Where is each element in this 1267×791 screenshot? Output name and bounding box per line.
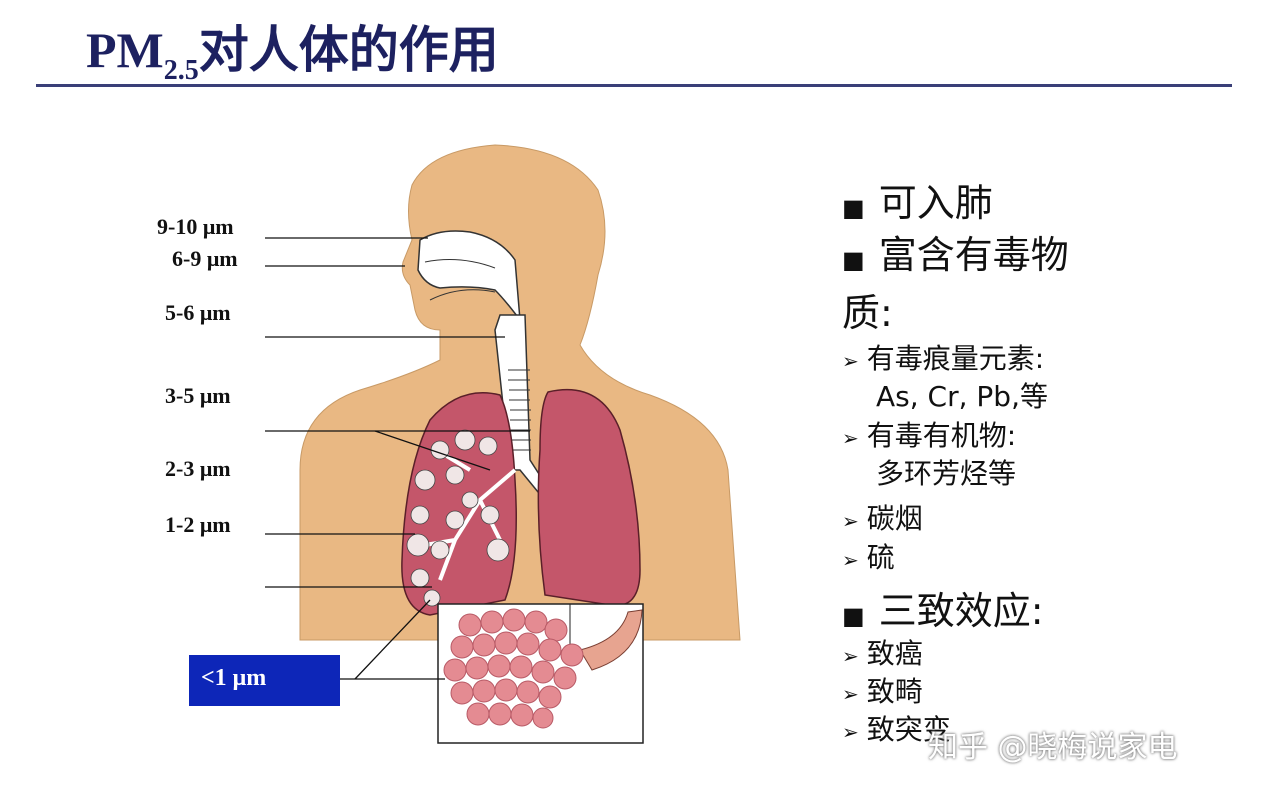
title-main: PM: [86, 22, 164, 78]
effect-mutagenic: ➢致突变: [842, 713, 951, 746]
arrow-bullet-icon: ➢: [842, 509, 859, 533]
size-label-9-10: 9-10 μm: [157, 214, 234, 239]
square-bullet-icon: ■: [842, 194, 865, 222]
size-label-3-5: 3-5 μm: [165, 383, 231, 408]
size-label-2-3: 2-3 μm: [165, 456, 231, 481]
arrow-bullet-icon: ➢: [842, 720, 859, 744]
size-pointer-lines: [265, 237, 530, 680]
size-label-1-2: 1-2 μm: [165, 512, 231, 537]
arrow-bullet-icon: ➢: [842, 682, 859, 706]
sub-organics-detail: 多环芳烃等: [876, 457, 1017, 490]
sub-organics: ➢有毒有机物:: [842, 419, 1017, 452]
effect-teratogenic: ➢致畸: [842, 675, 923, 708]
slide-title: PM2.5对人体的作用: [86, 10, 499, 87]
bullet-three-effects: ■三致效应:: [842, 589, 1044, 633]
square-bullet-icon: ■: [842, 602, 865, 630]
sub-micron-highlight: <1 μm: [189, 655, 340, 706]
alveoli-sacs: [443, 608, 584, 729]
arrow-bullet-icon: ➢: [842, 349, 859, 373]
nasal-cavity: [417, 230, 521, 323]
sub-micron-label: <1 μm: [201, 665, 267, 691]
sub-soot: ➢碳烟: [842, 502, 923, 535]
size-label-6-9: 6-9 μm: [172, 246, 238, 271]
bullet-toxic-substances: ■富含有毒物: [842, 233, 1069, 277]
title-rest: 对人体的作用: [198, 21, 499, 79]
title-underline: [36, 84, 1232, 87]
effect-carcinogenic: ➢致癌: [842, 637, 923, 670]
square-bullet-icon: ■: [842, 246, 865, 274]
left-lung: [537, 388, 641, 607]
title-subscript: 2.5: [163, 55, 199, 86]
arrow-bullet-icon: ➢: [842, 548, 859, 572]
sub-sulfur: ➢硫: [842, 541, 895, 574]
size-label-5-6: 5-6 μm: [165, 300, 231, 325]
bullet-toxic-substances-cont: 质:: [842, 291, 893, 335]
sub-trace-elements-detail: As, Cr, Pb,等: [876, 380, 1048, 413]
arrow-bullet-icon: ➢: [842, 426, 859, 450]
bullet-enters-lung: ■可入肺: [842, 181, 993, 225]
sub-trace-elements: ➢有毒痕量元素:: [842, 342, 1045, 375]
arrow-bullet-icon: ➢: [842, 644, 859, 668]
zhihu-watermark: 知乎 @晓梅说家电: [928, 730, 1178, 765]
